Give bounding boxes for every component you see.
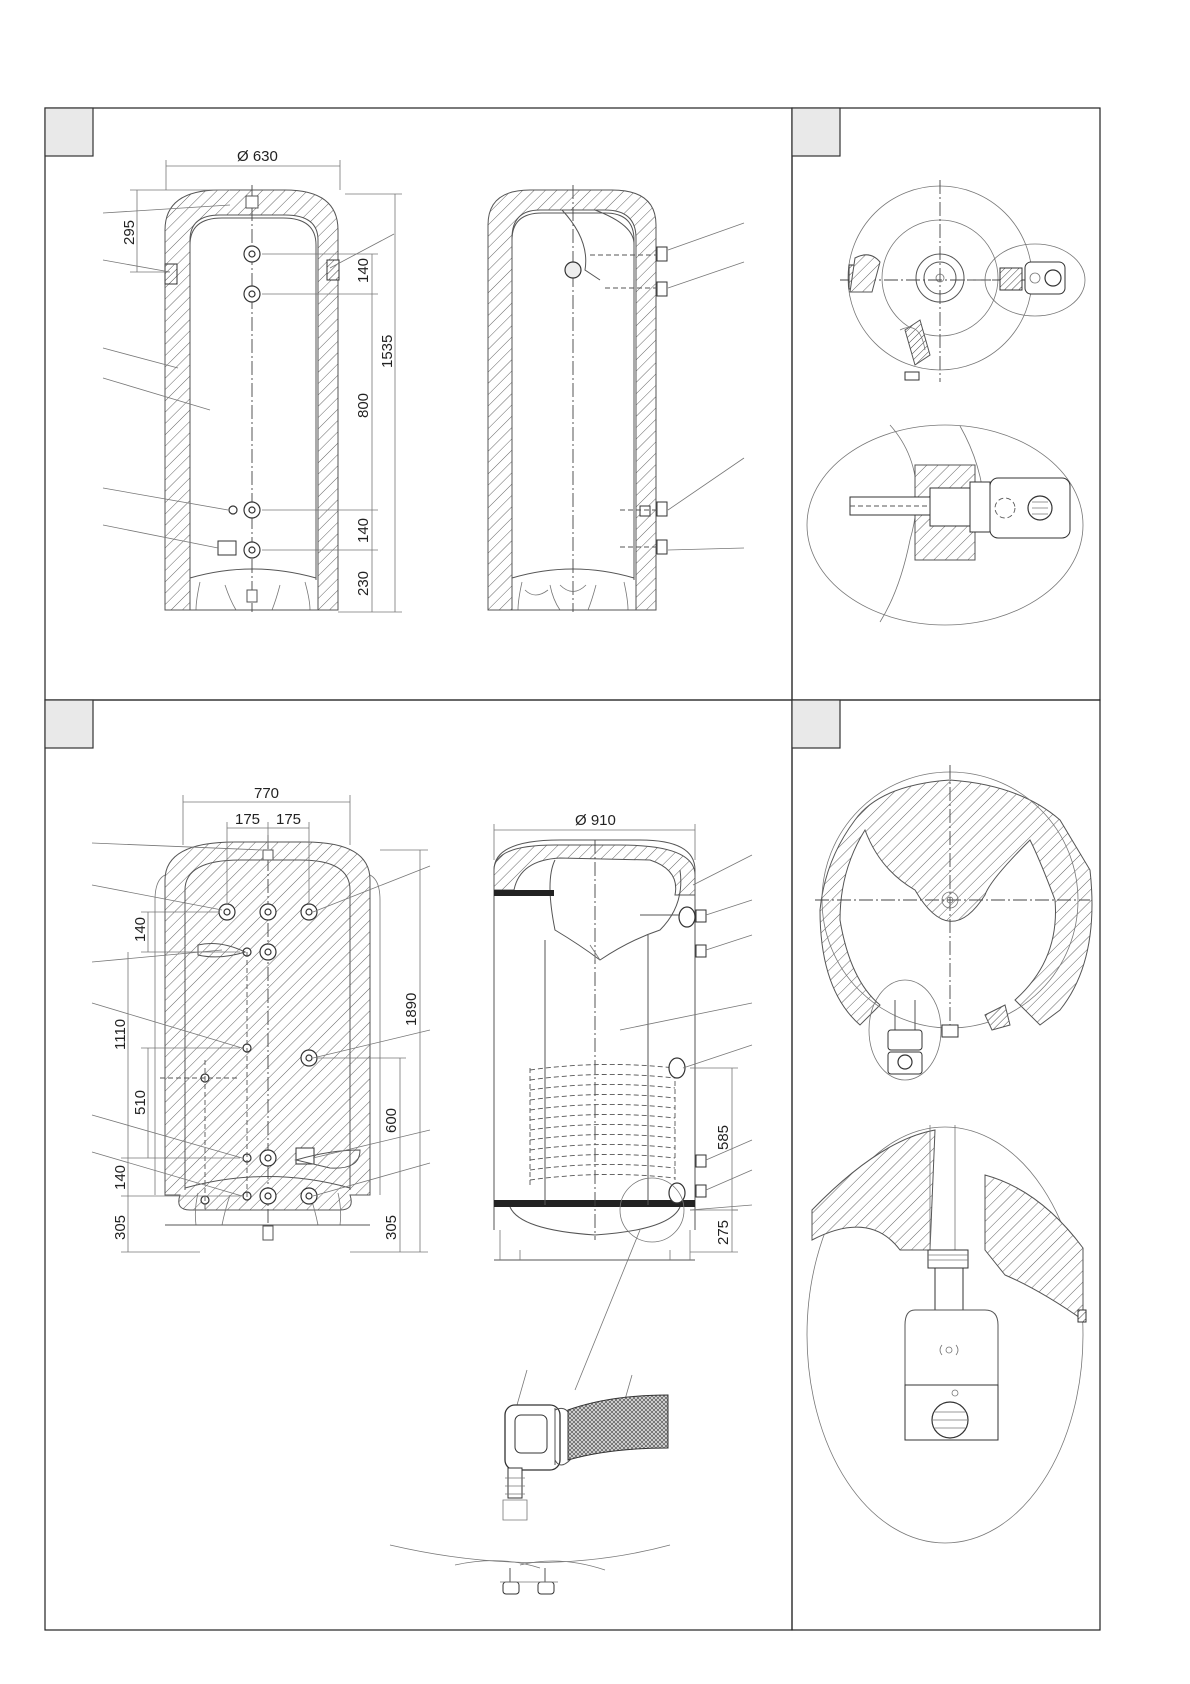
tank-front-view-630: Ø 630 295 140 1535 800 140 230: [103, 148, 402, 612]
dim-right-175: 175: [276, 811, 301, 828]
dim-lower-140: 140: [112, 1165, 129, 1190]
heating-coil: [530, 1064, 675, 1185]
label-box-a: [45, 108, 93, 156]
dim-middle-800: 800: [355, 393, 372, 418]
dim-diameter-630: Ø 630: [237, 148, 278, 165]
dim-lower-140: 140: [355, 518, 372, 543]
top-view-910: [815, 765, 1092, 1080]
dim-upper-140: 140: [132, 917, 149, 942]
dim-bottom-305: 305: [112, 1215, 129, 1240]
dim-coil-585: 585: [715, 1125, 732, 1150]
top-view-cutaway: [840, 180, 1085, 382]
dim-top-295: 295: [121, 220, 138, 245]
feet-detail: [390, 1545, 670, 1594]
tank-side-view-910: Ø 910 585 275: [494, 812, 752, 1260]
tank-side-view-630: [488, 185, 744, 612]
label-box-b: [792, 108, 840, 156]
dim-bottom-right-305: 305: [383, 1215, 400, 1240]
heater-insert-detail: [503, 1230, 668, 1520]
port-icon: [565, 262, 581, 278]
dim-left-175: 175: [235, 811, 260, 828]
label-box-c: [45, 700, 93, 748]
dim-mid-510: 510: [132, 1090, 149, 1115]
thermostat-knob-icon: [1045, 270, 1061, 286]
dim-upper-140: 140: [355, 258, 372, 283]
dim-port-600: 600: [383, 1108, 400, 1133]
tank-front-view-770: 770 175 175 140 1110 510 140 305 1890 60…: [92, 785, 430, 1252]
heater-element-detail-large: [807, 1125, 1086, 1543]
dim-sensor-1110: 1110: [112, 1019, 129, 1050]
dim-coil-bottom-275: 275: [715, 1220, 732, 1245]
dim-diameter-910: Ø 910: [575, 812, 616, 829]
label-box-d: [792, 700, 840, 748]
insulation-band-icon: [494, 890, 554, 896]
dim-bottom-230: 230: [355, 571, 372, 596]
heating-element-detail: [807, 425, 1083, 625]
dim-width-770: 770: [254, 785, 279, 802]
dim-total-1535: 1535: [379, 335, 396, 368]
dim-total-1890: 1890: [403, 993, 420, 1026]
